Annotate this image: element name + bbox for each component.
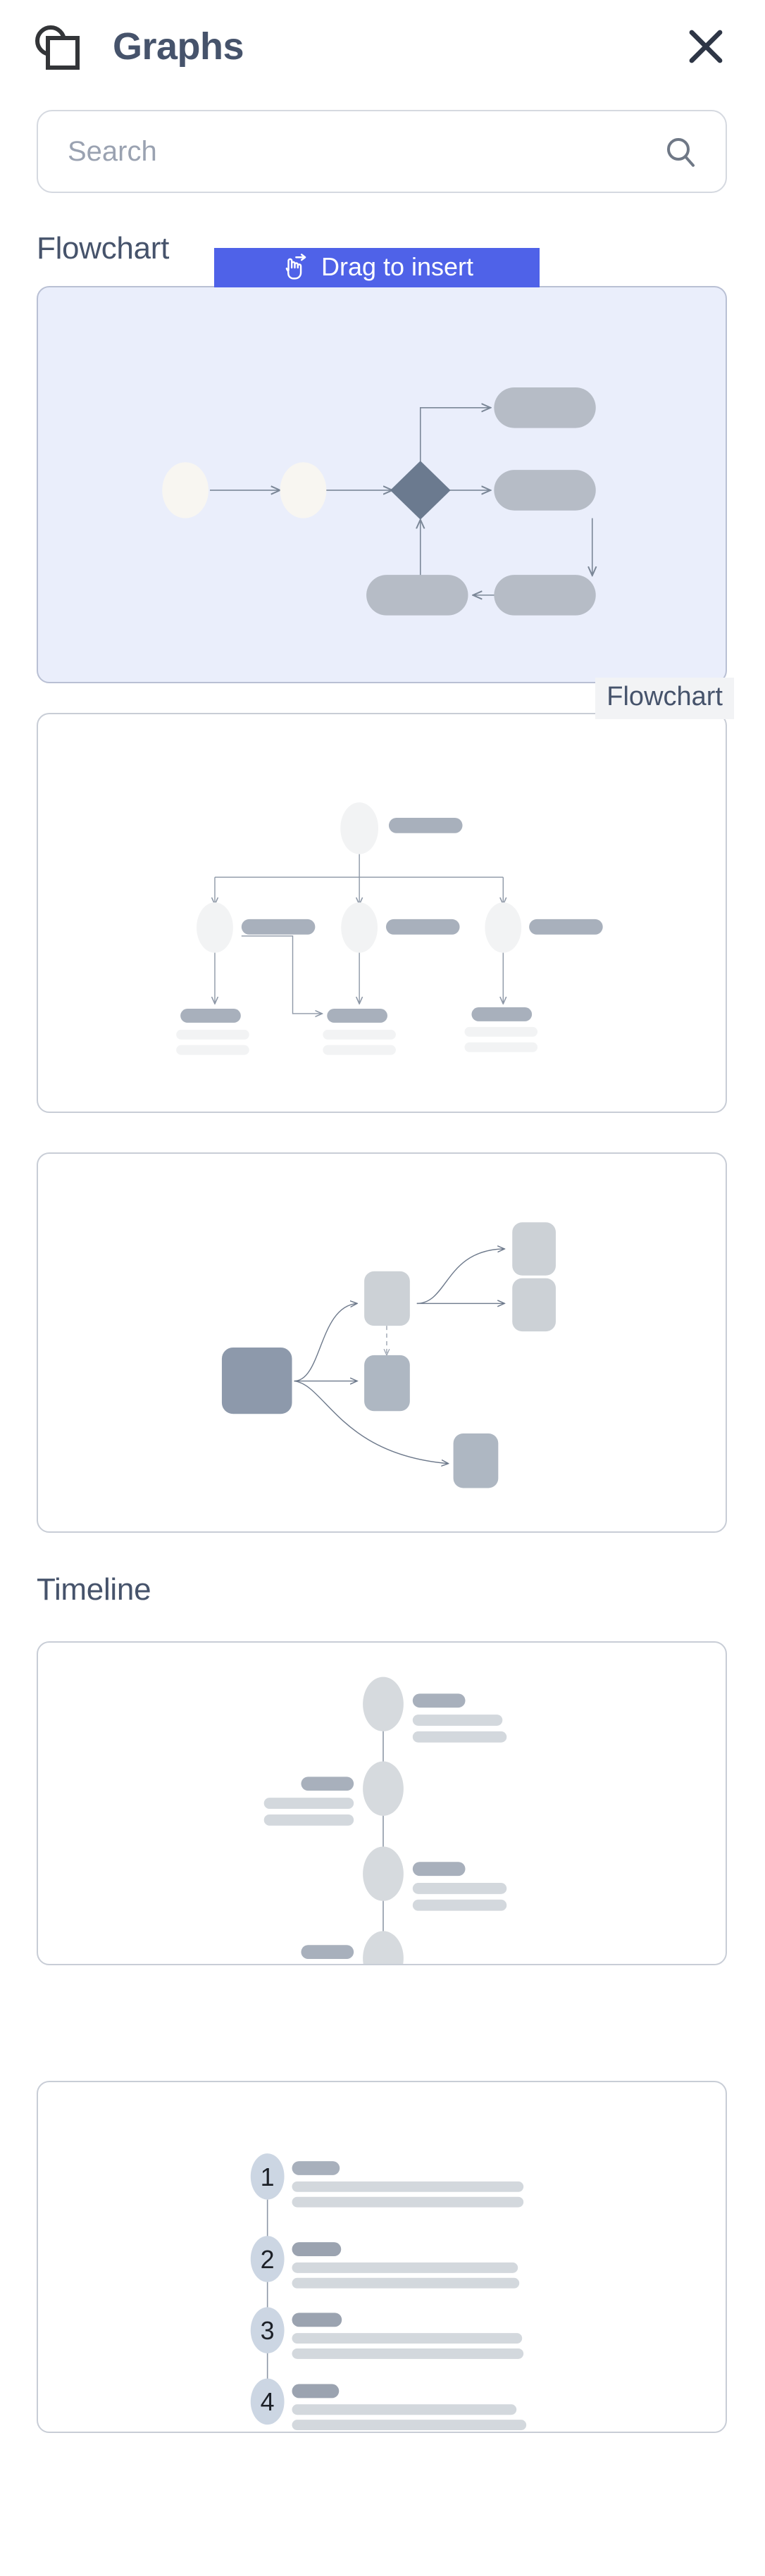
graph-template-card-flowchart-process[interactable] [37,286,727,683]
step-line-4a [292,2404,517,2415]
node-leaf-line-1a [176,1029,249,1040]
step-line-1a [292,2181,524,2192]
node-child-label-3 [529,919,603,935]
section-heading-flowchart: Flowchart [37,231,170,266]
step-title-2 [292,2242,342,2257]
drag-to-insert-label: Drag to insert [321,251,474,281]
timeline-line-1a [412,1715,503,1726]
timeline-title-2 [301,1777,354,1791]
step-line-1b [292,2196,524,2208]
flowchart-mindmap-canvas [38,1154,726,1531]
node-branch-box [364,1271,410,1326]
step-badge-4 [250,2378,285,2425]
timeline-node-1 [363,1676,404,1731]
step-number-3: 3 [261,2317,275,2345]
step-badge-1 [250,2153,285,2200]
node-decision-diamond [390,461,451,520]
section-heading-timeline: Timeline [37,1572,151,1607]
timeline-line-1b [412,1731,507,1743]
node-child-label-2 [385,919,460,935]
node-leaf-title-3 [471,1007,533,1021]
timeline-title-3 [412,1862,466,1877]
node-child-circle-2 [341,902,378,953]
graph-template-card-flowchart-tree[interactable]: Flowchart [37,678,734,1113]
node-leaf-title-2 [327,1009,387,1023]
timeline-node-3 [363,1846,404,1901]
connector-cross-link [241,935,323,1014]
node-start-circle [162,462,209,518]
node-pill-middle [494,470,596,511]
timeline-node-2 [363,1761,404,1816]
graph-template-card-flowchart-mindmap[interactable] [37,1152,727,1533]
connector-decision-to-top-pill [419,408,491,463]
node-sub-box-2 [512,1278,556,1332]
connector-root-to-branch [294,1303,358,1382]
node-second-circle [280,462,327,518]
node-leaf-line-3b [464,1042,538,1052]
node-pill-top [494,387,596,428]
step-title-3 [292,2313,342,2327]
node-lower-box [453,1433,499,1488]
node-leaf-line-3a [464,1026,538,1037]
node-leaf-line-1b [176,1045,249,1055]
connector-branch-to-sub1 [416,1249,504,1305]
timeline-line-3b [412,1899,507,1911]
card-tooltip-label: Flowchart [595,678,734,719]
step-badge-3 [250,2307,285,2353]
node-pill-bottom-left [366,575,468,616]
node-leaf-title-1 [180,1009,241,1023]
shapes-icon [30,20,83,73]
step-badge-2 [250,2236,285,2282]
connector-root-to-lower [294,1380,449,1464]
node-pill-bottom-right [494,575,596,616]
step-line-3b [292,2348,524,2359]
node-child-circle-1 [197,902,233,953]
node-sub-box-1 [512,1222,556,1276]
graph-template-card-timeline-alternating[interactable] [37,1641,727,1965]
search-input[interactable] [68,111,652,192]
timeline-numbered-canvas: 1 2 3 4 [38,2082,726,2432]
node-child-circle-3 [485,902,522,953]
step-number-4: 4 [261,2388,275,2416]
node-child-label-1 [241,919,316,935]
step-number-1: 1 [261,2163,275,2191]
node-root-label [388,817,463,833]
timeline-alternating-canvas [38,1643,726,1964]
timeline-node-4 [363,1931,404,1964]
step-line-3a [292,2333,523,2344]
drag-to-insert-badge[interactable]: Drag to insert [214,248,540,287]
timeline-line-2a [263,1798,354,1809]
page-title: Graphs [113,25,244,68]
timeline-line-3a [412,1883,507,1894]
node-leaf-line-2a [323,1029,396,1040]
search-box[interactable] [37,110,727,193]
step-number-2: 2 [261,2246,275,2274]
timeline-line-2b [263,1814,354,1826]
node-root-box [221,1347,292,1414]
flowchart-tree-canvas [38,714,726,1112]
flowchart-process-canvas [38,287,726,682]
node-leaf-line-2b [323,1045,396,1055]
step-line-2a [292,2262,518,2273]
step-title-1 [292,2161,340,2175]
graph-template-card-timeline-numbered[interactable]: 1 2 3 4 [37,2081,727,2433]
node-root-circle [340,802,379,854]
search-icon[interactable] [664,135,697,169]
search-bar[interactable] [37,110,727,193]
node-sibling-box [364,1355,410,1412]
drag-hand-icon [280,254,309,282]
step-line-2b [292,2277,520,2289]
step-line-4b [292,2420,527,2431]
step-title-4 [292,2384,340,2398]
timeline-title-1 [412,1693,466,1708]
close-icon[interactable] [682,23,730,70]
timeline-title-4 [301,1945,354,1960]
panel-header: Graphs [0,0,765,96]
